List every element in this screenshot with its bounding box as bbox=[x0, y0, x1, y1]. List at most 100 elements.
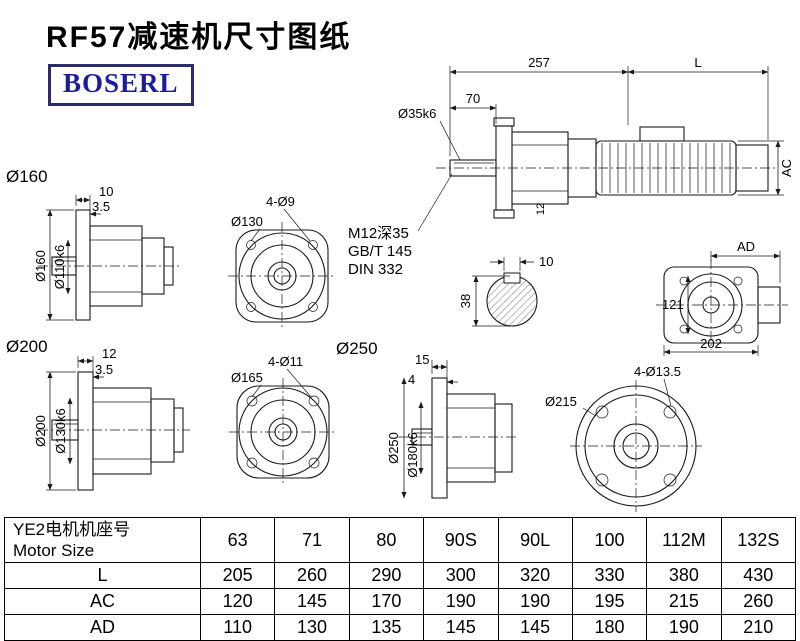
dim-250-offset: 4 bbox=[408, 372, 415, 387]
brand-logo-text: BOSERL bbox=[63, 68, 179, 98]
dim-70: 70 bbox=[466, 91, 480, 106]
column-header-71: 71 bbox=[274, 517, 350, 563]
note-tapped-hole: M12深35 bbox=[348, 225, 409, 242]
keyway bbox=[503, 272, 521, 284]
bolt-hole bbox=[595, 405, 609, 419]
dim-160-offset: 3.5 bbox=[92, 199, 110, 214]
bolt-hole bbox=[308, 240, 318, 250]
dim-L: L bbox=[694, 55, 701, 70]
dim-165-circle: Ø165 bbox=[231, 370, 263, 385]
dim-shaft-38: 38 bbox=[458, 294, 473, 308]
column-header-80: 80 bbox=[348, 517, 425, 563]
motor-rear-view-ad: AD 121 202 bbox=[656, 239, 788, 356]
row-label-AC: AC bbox=[4, 588, 201, 615]
bolt-hole bbox=[246, 395, 258, 407]
table-cell: 260 bbox=[274, 562, 350, 589]
table-cell: 195 bbox=[571, 588, 648, 615]
bolt-hole bbox=[679, 324, 689, 334]
table-cell: 170 bbox=[348, 588, 425, 615]
bolt-hole bbox=[246, 302, 256, 312]
flange-250 bbox=[431, 377, 448, 499]
bolt-hole bbox=[308, 302, 318, 312]
dim-202: 202 bbox=[700, 336, 722, 351]
table-cell: 320 bbox=[497, 562, 573, 589]
row-label-L: L bbox=[4, 562, 201, 589]
table-cell: 380 bbox=[646, 562, 722, 589]
technical-drawing: Ø160 10 3.5 Ø160 Ø110k6 bbox=[6, 55, 794, 512]
dim-160-thickness: 10 bbox=[99, 184, 113, 199]
dim-130-circle: Ø130 bbox=[231, 214, 263, 229]
reducer-250-side-view: 15 4 Ø250 Ø180k6 bbox=[386, 352, 518, 499]
table-row-L: L 205 260 290 300 320 330 380 430 bbox=[4, 562, 797, 589]
column-header-100: 100 bbox=[571, 517, 648, 563]
table-cell: 130 bbox=[274, 614, 350, 641]
page-title: RF57减速机尺寸图纸 bbox=[46, 21, 352, 54]
table-cell: 210 bbox=[720, 614, 797, 641]
bolt-hole bbox=[246, 240, 256, 250]
column-header-90l: 90L bbox=[497, 517, 573, 563]
dim-250-bore: Ø180k6 bbox=[405, 432, 420, 478]
table-cell: 145 bbox=[497, 614, 573, 641]
table-cell: 180 bbox=[571, 614, 648, 641]
bolt-hole bbox=[663, 473, 677, 487]
terminal-box bbox=[639, 126, 685, 142]
main-assembly-view: 257 L 70 Ø35k6 AC 12 M12深35 GB/T 145 DIN… bbox=[348, 55, 794, 278]
dim-250-od: Ø250 bbox=[386, 432, 401, 464]
bolt-hole bbox=[679, 276, 689, 286]
table-cell: 205 bbox=[199, 562, 276, 589]
dim-215-circle: Ø215 bbox=[545, 394, 577, 409]
table-cell: 190 bbox=[423, 588, 499, 615]
table-cell: 120 bbox=[199, 588, 276, 615]
dim-165-bolt: 4-Ø11 bbox=[268, 354, 303, 369]
table-cell: 145 bbox=[423, 614, 499, 641]
table-header-en: Motor Size bbox=[13, 541, 95, 560]
table-row-AD: AD 110 130 135 145 145 180 190 210 bbox=[4, 614, 797, 641]
note-din-standard: DIN 332 bbox=[348, 261, 403, 278]
bolt-hole bbox=[308, 395, 320, 407]
motor-dimension-table: YE2电机机座号 Motor Size 63 71 80 90S 90L 100… bbox=[4, 517, 797, 641]
row-label-AD: AD bbox=[4, 614, 201, 641]
table-cell: 300 bbox=[423, 562, 499, 589]
bolt-hole bbox=[663, 405, 677, 419]
flange-130-front-view: Ø130 4-Ø9 bbox=[228, 194, 336, 330]
shaft-cross-section: 10 38 bbox=[458, 254, 553, 327]
bolt-hole bbox=[733, 276, 743, 286]
note-gb-standard: GB/T 145 bbox=[348, 243, 412, 260]
dim-160-od: Ø160 bbox=[33, 250, 48, 282]
table-cell: 215 bbox=[646, 588, 722, 615]
motor-fins bbox=[601, 143, 731, 193]
dim-200-offset: 3.5 bbox=[95, 362, 113, 377]
section-label-200: Ø200 bbox=[6, 337, 48, 356]
column-header-132s: 132S bbox=[720, 517, 797, 563]
dim-AC: AC bbox=[779, 159, 794, 177]
table-cell: 290 bbox=[348, 562, 425, 589]
table-row-AC: AC 120 145 170 190 190 195 215 260 bbox=[4, 588, 797, 615]
dim-200-od: Ø200 bbox=[33, 415, 48, 447]
gearbox-body-200 bbox=[92, 387, 152, 475]
table-cell: 430 bbox=[720, 562, 797, 589]
table-header-motor-size: YE2电机机座号 Motor Size bbox=[4, 517, 201, 563]
dim-shaft-35k6: Ø35k6 bbox=[398, 106, 436, 121]
dim-121: 121 bbox=[662, 297, 684, 312]
column-header-112m: 112M bbox=[646, 517, 722, 563]
table-cell: 135 bbox=[348, 614, 425, 641]
reducer-160-side-view: 10 3.5 Ø160 Ø110k6 bbox=[33, 184, 180, 321]
table-cell: 190 bbox=[646, 614, 722, 641]
dim-key-width-10: 10 bbox=[539, 254, 553, 269]
dim-key-12: 12 bbox=[535, 203, 547, 215]
dim-215-bolt: 4-Ø13.5 bbox=[634, 364, 681, 379]
dim-200-thickness: 12 bbox=[102, 346, 116, 361]
gearbox-body-250 bbox=[446, 393, 496, 483]
flange-165-front-view: Ø165 4-Ø11 bbox=[229, 354, 337, 486]
fan-cover bbox=[735, 144, 769, 192]
dim-250-thickness: 15 bbox=[415, 352, 429, 367]
column-header-63: 63 bbox=[199, 517, 276, 563]
brand-logo: BOSERL bbox=[48, 64, 194, 106]
dim-130-bolt: 4-Ø9 bbox=[266, 194, 295, 209]
table-cell: 330 bbox=[571, 562, 648, 589]
table-cell: 145 bbox=[274, 588, 350, 615]
section-label-250: Ø250 bbox=[336, 339, 378, 358]
table-header-cn: YE2电机机座号 bbox=[13, 519, 131, 539]
dim-257: 257 bbox=[528, 55, 550, 70]
